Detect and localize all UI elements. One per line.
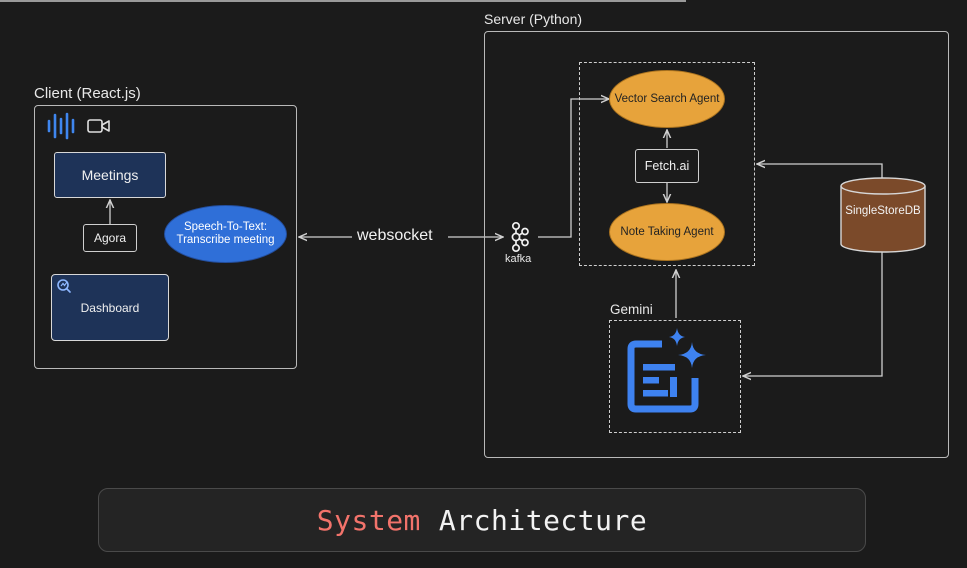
- client-title: Client (React.js): [34, 85, 141, 102]
- websocket-label: websocket: [357, 227, 433, 244]
- fetch-ai-box: Fetch.ai: [635, 149, 699, 183]
- dashboard-box[interactable]: Dashboard: [51, 274, 169, 341]
- vector-search-agent-node: Vector Search Agent: [609, 70, 725, 128]
- meetings-box[interactable]: Meetings: [54, 152, 166, 198]
- caption-banner: System Architecture: [98, 488, 866, 552]
- speech-to-text-node: Speech-To-Text: Transcribe meeting: [164, 205, 287, 263]
- note-taking-agent-node: Note Taking Agent: [609, 203, 725, 261]
- singlestore-db-node: SingleStoreDB: [839, 176, 927, 254]
- caption-accent-word: System: [316, 503, 421, 537]
- speech-to-text-label: Speech-To-Text: Transcribe meeting: [176, 221, 275, 246]
- agents-group: [579, 62, 755, 266]
- kafka-to-vector-arrow: [538, 99, 609, 238]
- kafka-label: kafka: [505, 253, 532, 265]
- singlestore-label: SingleStoreDB: [845, 205, 921, 217]
- gemini-label: Gemini: [610, 302, 653, 317]
- audio-waveform-icon: [46, 112, 78, 145]
- agora-box: Agora: [83, 224, 137, 252]
- kafka-icon: [508, 221, 530, 258]
- dashboard-search-icon: [56, 277, 74, 298]
- db-to-agents-arrow: [757, 164, 883, 179]
- caption-main-word: Architecture: [438, 503, 648, 537]
- database-cylinder-icon: [840, 177, 926, 253]
- dashboard-label: Dashboard: [80, 300, 140, 315]
- server-frame: [484, 31, 949, 458]
- top-divider: [0, 0, 686, 2]
- server-title: Server (Python): [484, 11, 583, 27]
- gemini-doc-sparkle-icon: [626, 328, 712, 421]
- gemini-group: [609, 320, 741, 433]
- client-frame: [34, 105, 297, 369]
- video-camera-icon[interactable]: [87, 118, 111, 139]
- db-to-gemini-arrow: [743, 252, 883, 376]
